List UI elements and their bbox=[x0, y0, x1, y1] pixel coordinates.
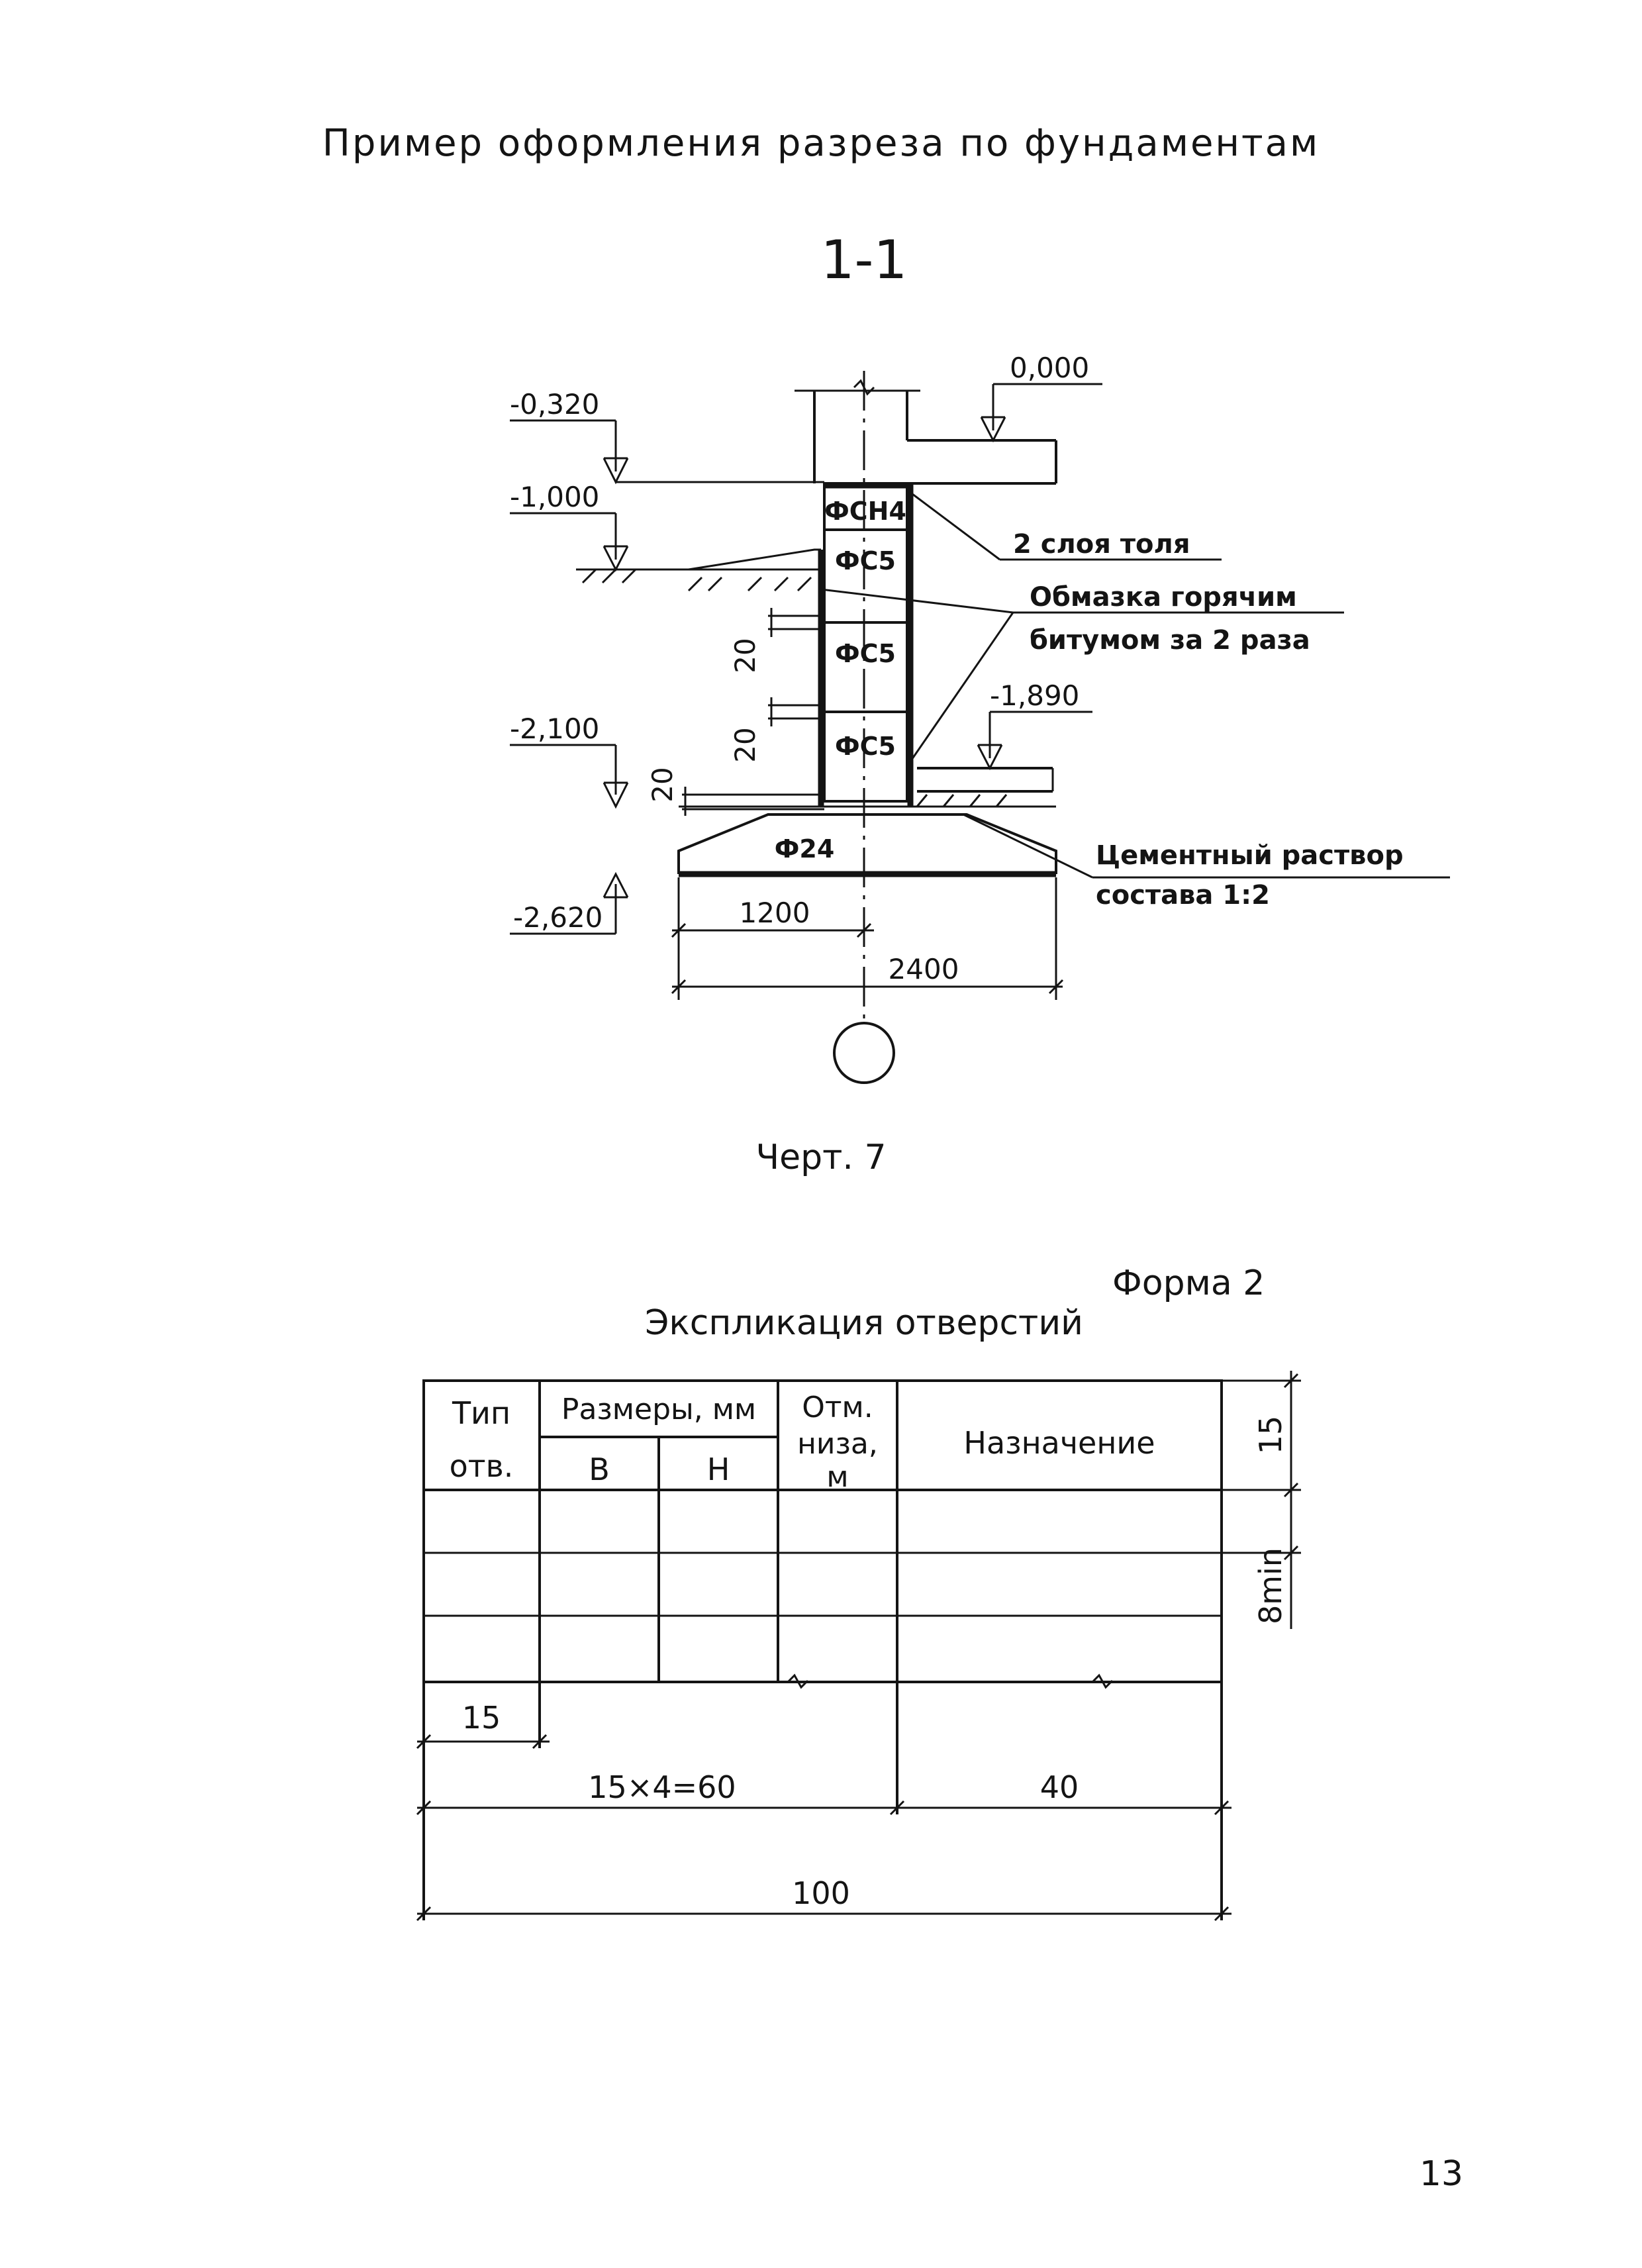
note-bitumen-line1: Обмазка горячим bbox=[1030, 582, 1297, 613]
level-2100-label: -2,100 bbox=[510, 713, 599, 745]
level-1000-label: -1,000 bbox=[510, 481, 599, 513]
level-marker-zero bbox=[980, 383, 1102, 443]
dim-total-width: 100 bbox=[792, 1875, 850, 1911]
full-width-label: 2400 bbox=[889, 953, 959, 985]
level-marker-1890 bbox=[977, 711, 1092, 771]
note-bitumen-line2: битумом за 2 раза bbox=[1030, 625, 1310, 656]
joint-dimensions bbox=[682, 608, 824, 816]
header-h: Н bbox=[707, 1452, 730, 1487]
ground-right bbox=[916, 767, 1054, 807]
joint-dim-b: 20 bbox=[729, 727, 761, 762]
block-fs5-1 bbox=[823, 528, 908, 624]
header-type-line2: отв. bbox=[450, 1448, 514, 1484]
block-label-fs5-1: ФС5 bbox=[835, 546, 896, 575]
level-1890-label: -1,890 bbox=[990, 679, 1079, 712]
header-purpose: Назначение bbox=[963, 1425, 1155, 1461]
dim-purpose-width: 40 bbox=[1040, 1769, 1079, 1805]
note-mortar-line2: состава 1:2 bbox=[1096, 880, 1270, 911]
table-dimensions bbox=[416, 1371, 1301, 1922]
dim-header-height: 15 bbox=[1253, 1416, 1288, 1455]
dim-columns-total: 15×4=60 bbox=[588, 1769, 736, 1805]
header-sizes: Размеры, мм bbox=[561, 1393, 756, 1426]
header-elevation-line3: м bbox=[826, 1460, 848, 1494]
level-marker-0320 bbox=[510, 419, 824, 485]
block-label-fs5-2: ФС5 bbox=[835, 639, 896, 668]
joint-dim-c: 20 bbox=[646, 767, 679, 802]
foundation-section-drawing: ФСН4 ФС5 ФС5 ФС5 Ф24 bbox=[510, 352, 1450, 1084]
section-mark: 1-1 bbox=[821, 229, 908, 291]
header-type-line1: Тип bbox=[452, 1395, 510, 1431]
header-b: В bbox=[589, 1452, 610, 1487]
footing-label: Ф24 bbox=[775, 834, 835, 863]
openings-table bbox=[422, 1379, 1223, 1920]
dim-row-height: 8min bbox=[1253, 1548, 1288, 1624]
table-title: Экспликация отверстий bbox=[645, 1303, 1083, 1343]
header-elevation-line1: Отм. bbox=[802, 1391, 873, 1424]
level-zero-label: 0,000 bbox=[1010, 352, 1089, 384]
note-tar-paper: 2 слоя толя bbox=[1013, 529, 1190, 560]
level-marker-2620 bbox=[510, 871, 629, 935]
block-label-fsn4: ФСН4 bbox=[824, 497, 906, 526]
note-mortar-line1: Цементный раствор bbox=[1096, 840, 1404, 871]
note-leaders bbox=[820, 489, 1450, 879]
page-title: Пример оформления разреза по фундаментам bbox=[322, 122, 1320, 165]
width-dimensions bbox=[671, 877, 1064, 1000]
wall-above bbox=[795, 379, 1057, 485]
ground-left bbox=[576, 548, 821, 592]
drawing-caption: Черт. 7 bbox=[755, 1138, 886, 1177]
joint-dim-a: 20 bbox=[729, 638, 761, 673]
wall-block-stack bbox=[818, 371, 914, 1026]
level-2620-label: -2,620 bbox=[513, 901, 603, 934]
half-width-label: 1200 bbox=[740, 897, 810, 929]
page-number: 13 bbox=[1420, 2154, 1463, 2194]
axis-bubble bbox=[833, 1022, 895, 1084]
dim-column-width: 15 bbox=[462, 1700, 501, 1736]
footing-slab bbox=[677, 805, 1057, 877]
form-label: Форма 2 bbox=[1112, 1263, 1265, 1303]
block-label-fs5-3: ФС5 bbox=[835, 732, 896, 761]
header-elevation-line2: низа, bbox=[797, 1427, 878, 1461]
level-0320-label: -0,320 bbox=[510, 388, 599, 420]
level-marker-2100 bbox=[510, 744, 629, 809]
level-marker-1000 bbox=[510, 512, 629, 572]
